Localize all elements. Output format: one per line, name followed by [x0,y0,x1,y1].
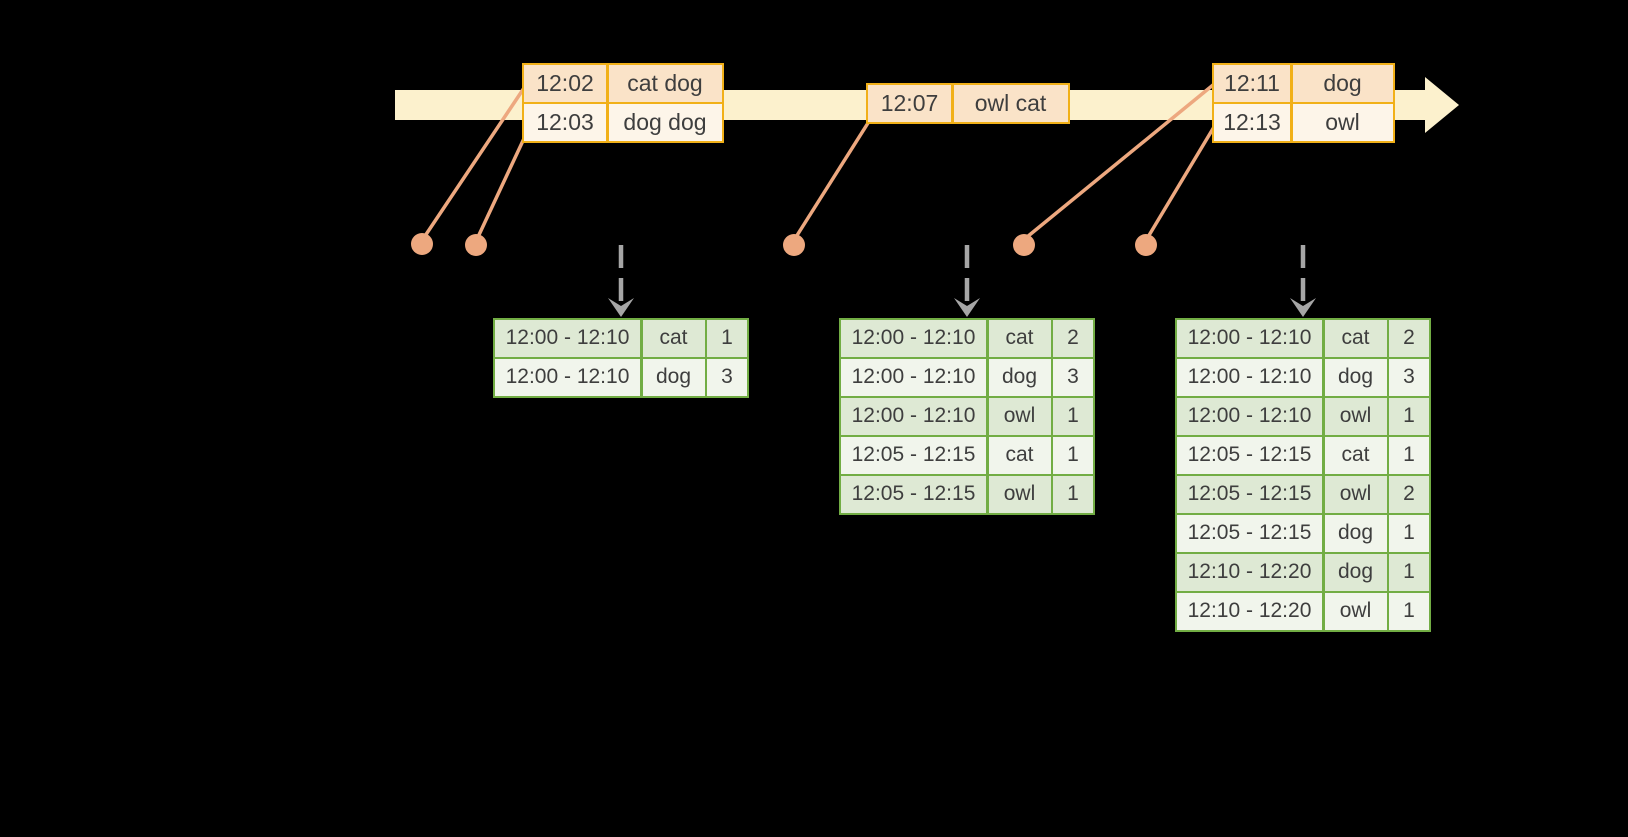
window-cell: 12:05 - 12:15 [1177,437,1322,474]
word-cell: cat [988,320,1051,357]
event-words-cell: owl [1292,104,1393,141]
count-cell: 1 [707,320,747,357]
word-cell: owl [988,398,1051,435]
event-dots [411,233,1157,256]
window-cell: 12:10 - 12:20 [1177,593,1322,630]
word-cell: owl [1324,593,1387,630]
word-cell: owl [1324,476,1387,513]
word-cell: dog [988,359,1051,396]
count-cell: 1 [1389,554,1429,591]
word-cell: dog [1324,359,1387,396]
event-table-2: 12:07 owl cat [866,83,1070,124]
word-cell: dog [1324,554,1387,591]
event-time-cell: 12:07 [868,85,951,122]
word-cell: dog [1324,515,1387,552]
count-cell: 2 [1053,320,1093,357]
event-words-cell: dog dog [608,104,722,141]
event-time-cell: 12:03 [524,104,606,141]
event-dot [1135,234,1157,256]
count-cell: 1 [1053,398,1093,435]
word-cell: owl [1324,398,1387,435]
count-cell: 1 [1389,398,1429,435]
count-cell: 3 [707,359,747,396]
connector-line [794,122,870,238]
count-cell: 1 [1053,437,1093,474]
trigger-arrowhead-icon [1290,298,1316,317]
event-table-3: 12:11 dog 12:13 owl [1212,63,1395,143]
result-table-1: 12:00 - 12:10 cat 1 12:00 - 12:10 dog 3 [493,318,749,398]
connector-line [423,87,526,237]
word-cell: cat [1324,320,1387,357]
window-cell: 12:00 - 12:10 [841,398,986,435]
event-words-cell: cat dog [608,65,722,102]
word-cell: dog [642,359,705,396]
event-dot [465,234,487,256]
window-cell: 12:05 - 12:15 [1177,476,1322,513]
window-cell: 12:00 - 12:10 [1177,398,1322,435]
count-cell: 1 [1053,476,1093,513]
window-cell: 12:00 - 12:10 [495,359,640,396]
connector-line [476,129,530,238]
event-time-cell: 12:02 [524,65,606,102]
trigger-arrows [608,245,1316,317]
window-cell: 12:05 - 12:15 [841,437,986,474]
window-cell: 12:00 - 12:10 [841,320,986,357]
count-cell: 1 [1389,515,1429,552]
window-cell: 12:05 - 12:15 [841,476,986,513]
result-table-2: 12:00 - 12:10 cat 2 12:00 - 12:10 dog 3 … [839,318,1095,515]
event-dot [783,234,805,256]
count-cell: 2 [1389,320,1429,357]
event-words-cell: dog [1292,65,1393,102]
event-time-cell: 12:11 [1214,65,1290,102]
event-table-1: 12:02 cat dog 12:03 dog dog [522,63,724,143]
count-cell: 2 [1389,476,1429,513]
count-cell: 3 [1053,359,1093,396]
connector-line [1146,126,1216,238]
window-cell: 12:00 - 12:10 [495,320,640,357]
window-cell: 12:10 - 12:20 [1177,554,1322,591]
word-cell: cat [642,320,705,357]
count-cell: 1 [1389,593,1429,630]
count-cell: 3 [1389,359,1429,396]
count-cell: 1 [1389,437,1429,474]
trigger-arrowhead-icon [954,298,980,317]
word-cell: cat [1324,437,1387,474]
trigger-arrowhead-icon [608,298,634,317]
word-cell: owl [988,476,1051,513]
timeline-arrowhead-icon [1425,77,1459,133]
word-cell: cat [988,437,1051,474]
window-cell: 12:00 - 12:10 [841,359,986,396]
event-time-cell: 12:13 [1214,104,1290,141]
event-words-cell: owl cat [953,85,1068,122]
event-dot [411,233,433,255]
result-table-3: 12:00 - 12:10 cat 2 12:00 - 12:10 dog 3 … [1175,318,1431,632]
event-dot [1013,234,1035,256]
window-cell: 12:05 - 12:15 [1177,515,1322,552]
window-cell: 12:00 - 12:10 [1177,320,1322,357]
window-cell: 12:00 - 12:10 [1177,359,1322,396]
